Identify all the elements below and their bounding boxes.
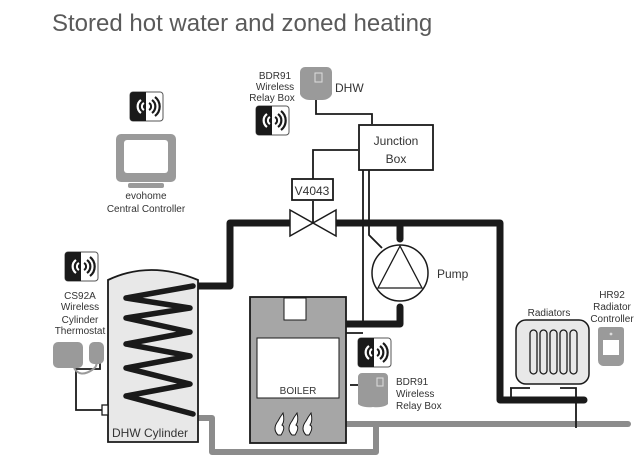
boiler-label: BOILER: [280, 386, 317, 397]
dhw-cylinder: DHW Cylinder: [101, 269, 199, 443]
relay-box-boiler: BDR91 Wireless Relay Box: [356, 336, 442, 412]
relay-boiler-line3: Relay Box: [396, 401, 442, 412]
controller-desc: Central Controller: [107, 204, 186, 215]
heating-coil: [123, 283, 196, 417]
central-controller: evohome Central Controller: [107, 90, 186, 215]
relay-device-icon: [300, 67, 332, 101]
relay-box-dhw: BDR91 Wireless Relay Box DHW: [249, 67, 364, 137]
cylinder-label: DHW Cylinder: [112, 426, 188, 440]
thermostat-model: CS92A: [64, 291, 96, 302]
hr92-model: HR92: [599, 290, 625, 301]
wireless-icon: [356, 336, 393, 369]
radiator-fins-icon: [529, 329, 578, 375]
relay-boiler-model: BDR91: [396, 377, 429, 388]
relay-dhw-line2: Wireless: [256, 82, 294, 93]
thermostat-line3: Cylinder: [62, 315, 99, 326]
junction-line1: Junction: [374, 134, 419, 148]
radiator-label: Radiators: [528, 308, 571, 319]
relay-dhw-model: BDR91: [259, 71, 292, 82]
pump-label: Pump: [437, 267, 469, 281]
relay-dhw-line3: Relay Box: [249, 93, 295, 104]
return-pipes: [195, 415, 631, 455]
hr92-line2: Radiator: [593, 302, 631, 313]
cylinder-thermostat: CS92A Wireless Cylinder Thermostat: [53, 250, 106, 375]
flow-pipes: [192, 219, 588, 404]
pump: Pump: [371, 244, 469, 302]
wireless-icon: [254, 104, 291, 137]
pump-icon: [371, 244, 429, 302]
controller-name: evohome: [125, 191, 167, 202]
zone-valve: V4043: [289, 178, 337, 238]
thermostat-device-icon: [53, 342, 83, 368]
relay-dhw-tag: DHW: [335, 81, 364, 95]
boiler: BOILER: [249, 296, 347, 444]
hr92-line3: Controller: [590, 314, 634, 325]
radiator-controller: HR92 Radiator Controller: [590, 290, 634, 366]
control-wires: [75, 94, 577, 428]
flame-icon: [274, 411, 313, 436]
relay-device-icon: [358, 373, 388, 408]
junction-box: Junction Box: [358, 124, 434, 171]
valve-label: V4043: [295, 184, 330, 198]
junction-line2: Box: [386, 152, 407, 166]
thermostat-line2: Wireless: [61, 302, 99, 313]
wireless-icon: [128, 90, 165, 123]
thermostat-line4: Thermostat: [55, 326, 106, 337]
valve-icon: [289, 208, 337, 238]
page-title: Stored hot water and zoned heating: [52, 10, 432, 37]
radiator: Radiators: [515, 308, 590, 385]
relay-boiler-line2: Wireless: [396, 389, 434, 400]
wireless-icon: [63, 250, 100, 283]
